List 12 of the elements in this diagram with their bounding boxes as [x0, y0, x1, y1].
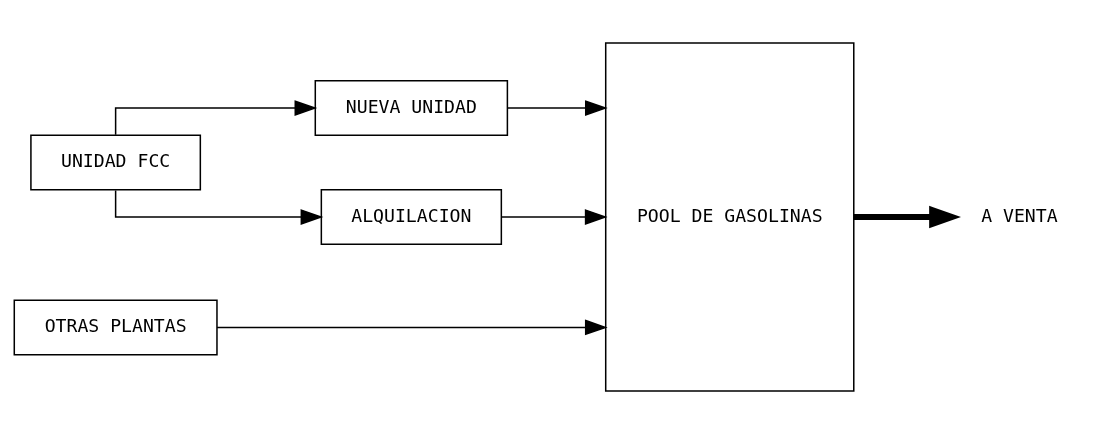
node-box: ALQUILACION [320, 189, 503, 245]
arrow [500, 209, 608, 225]
arrow [507, 100, 608, 117]
arrow [114, 189, 324, 225]
node-box: POOL DE GASOLINAS [604, 42, 855, 392]
node-box: OTRAS PLANTAS [13, 299, 218, 356]
node-text: A VENTA [981, 204, 1058, 226]
arrow [853, 205, 961, 229]
node-box: UNIDAD FCC [30, 134, 202, 191]
node-box: NUEVA UNIDAD [314, 80, 509, 137]
arrow [216, 319, 608, 336]
arrow [114, 100, 318, 136]
